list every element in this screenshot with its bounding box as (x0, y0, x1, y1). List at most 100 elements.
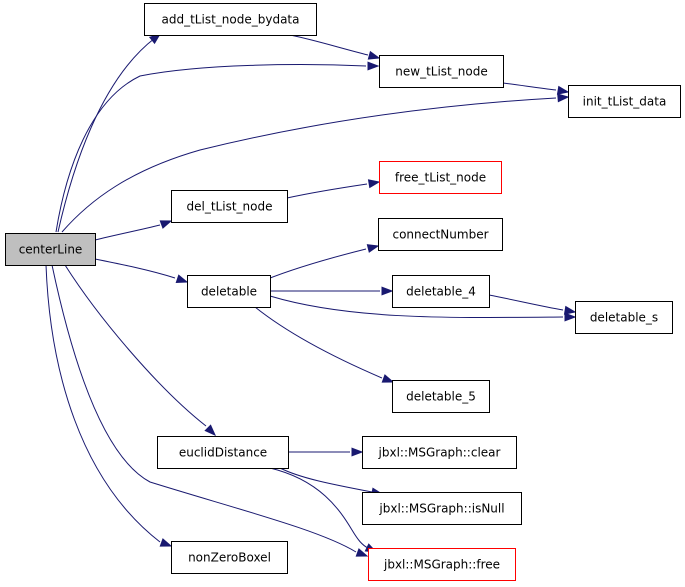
node-deletable[interactable]: deletable (187, 275, 271, 308)
arrowhead-icon (175, 274, 189, 283)
node-add_tList_node_bydata[interactable]: add_tList_node_bydata (144, 3, 317, 36)
node-box (171, 541, 288, 574)
arrowhead-icon (367, 61, 380, 71)
edge-centerLine-to-euclidDistance (64, 264, 216, 436)
node-deletable_5[interactable]: deletable_5 (392, 380, 490, 413)
edge-new_tList_node-to-init_tList_data (502, 82, 570, 95)
node-label: centerLine (19, 243, 83, 257)
node-deletable_4[interactable]: deletable_4 (392, 275, 490, 308)
node-euclidDistance[interactable]: euclidDistance (157, 436, 289, 469)
edges-layer (45, 33, 577, 557)
node-msgraph_isNull[interactable]: jbxl::MSGraph::isNull (362, 492, 522, 525)
node-deletable_s[interactable]: deletable_s (575, 301, 673, 334)
node-box (568, 85, 681, 118)
edge-line (55, 64, 367, 233)
node-box (392, 275, 490, 308)
node-box (187, 275, 271, 308)
node-label: deletable_s (590, 311, 658, 325)
node-box (171, 190, 288, 223)
edge-line (269, 295, 564, 319)
edge-line (94, 224, 161, 241)
edge-deletable-to-deletable_5 (254, 306, 395, 383)
node-box (379, 161, 502, 194)
arrowhead-icon (159, 220, 173, 229)
edge-add_tList_node_bydata-to-new_tList_node (289, 34, 381, 60)
edge-line (502, 82, 557, 91)
edge-line (264, 248, 367, 281)
node-label: nonZeroBoxel (188, 551, 271, 565)
node-free_tList_node[interactable]: free_tList_node (379, 161, 502, 194)
edge-line (488, 294, 564, 311)
edge-deletable-to-deletable_s (269, 295, 577, 322)
edge-line (269, 467, 369, 549)
arrowhead-icon (204, 424, 216, 436)
node-new_tList_node[interactable]: new_tList_node (379, 55, 504, 88)
edge-deletable-to-deletable_4 (269, 286, 394, 296)
edge-line (64, 264, 207, 427)
edge-line (289, 34, 369, 56)
arrowhead-icon (564, 312, 577, 322)
edge-deletable-to-connectNumber (264, 244, 380, 281)
node-label: init_tList_data (583, 95, 667, 109)
edge-line (61, 97, 557, 233)
nodes-layer: centerLine add_tList_node_bydata new_tList… (5, 3, 681, 581)
edge-centerLine-to-deletable (94, 258, 189, 283)
arrowhead-icon (563, 305, 577, 315)
node-label: deletable_5 (406, 390, 476, 404)
node-del_tList_node[interactable]: del_tList_node (171, 190, 288, 223)
node-centerLine[interactable]: centerLine (5, 233, 96, 266)
edge-line (94, 258, 176, 279)
arrowhead-icon (355, 548, 369, 557)
edge-line (286, 183, 368, 199)
node-box (378, 218, 503, 251)
edge-line (51, 264, 357, 553)
arrowhead-icon (351, 447, 364, 457)
node-label: jbxl::MSGraph::free (383, 558, 500, 572)
arrowhead-icon (381, 374, 395, 383)
node-box (362, 492, 522, 525)
node-box (392, 380, 490, 413)
node-label: deletable (201, 285, 257, 299)
edge-deletable_4-to-deletable_s (488, 294, 577, 315)
node-label: euclidDistance (179, 446, 267, 460)
arrowhead-icon (556, 85, 570, 95)
edge-line (57, 37, 156, 233)
node-label: jbxl::MSGraph::isNull (378, 502, 504, 516)
node-msgraph_free[interactable]: jbxl::MSGraph::free (368, 548, 516, 581)
arrowhead-icon (557, 93, 570, 103)
edge-line (279, 467, 373, 493)
node-label: new_tList_node (395, 65, 487, 79)
node-label: deletable_4 (406, 285, 476, 299)
node-label: add_tList_node_bydata (162, 13, 300, 27)
edge-centerLine-to-nonZeroBoxel (45, 264, 173, 547)
node-box (144, 3, 317, 36)
node-box (368, 548, 516, 581)
node-msgraph_clear[interactable]: jbxl::MSGraph::clear (362, 436, 517, 469)
arrowhead-icon (159, 538, 173, 547)
node-box (157, 436, 289, 469)
edge-centerLine-to-init_tList_data (61, 93, 570, 233)
node-label: jbxl::MSGraph::clear (378, 446, 501, 460)
arrowhead-icon (366, 244, 380, 253)
node-box (362, 436, 517, 469)
edge-del_tList_node-to-free_tList_node (286, 179, 381, 199)
node-connectNumber[interactable]: connectNumber (378, 218, 503, 251)
arrowhead-icon (381, 286, 394, 296)
arrowhead-icon (367, 179, 381, 189)
edge-euclidDistance-to-msgraph_isNull (279, 467, 384, 497)
node-box (575, 301, 673, 334)
edge-line (254, 306, 383, 379)
edge-centerLine-to-new_tList_node (55, 61, 380, 233)
edge-centerLine-to-add_tList_node_bydata (57, 33, 162, 233)
node-box (5, 233, 96, 266)
node-init_tList_data[interactable]: init_tList_data (568, 85, 681, 118)
node-label: del_tList_node (187, 200, 273, 214)
edge-euclidDistance-to-msgraph_clear (288, 447, 364, 457)
node-label: free_tList_node (395, 171, 486, 185)
node-label: connectNumber (392, 228, 488, 242)
arrowhead-icon (367, 50, 381, 60)
node-nonZeroBoxel[interactable]: nonZeroBoxel (171, 541, 288, 574)
edge-centerLine-to-msgraph_free (51, 264, 369, 557)
edge-centerLine-to-del_tList_node (94, 220, 173, 241)
